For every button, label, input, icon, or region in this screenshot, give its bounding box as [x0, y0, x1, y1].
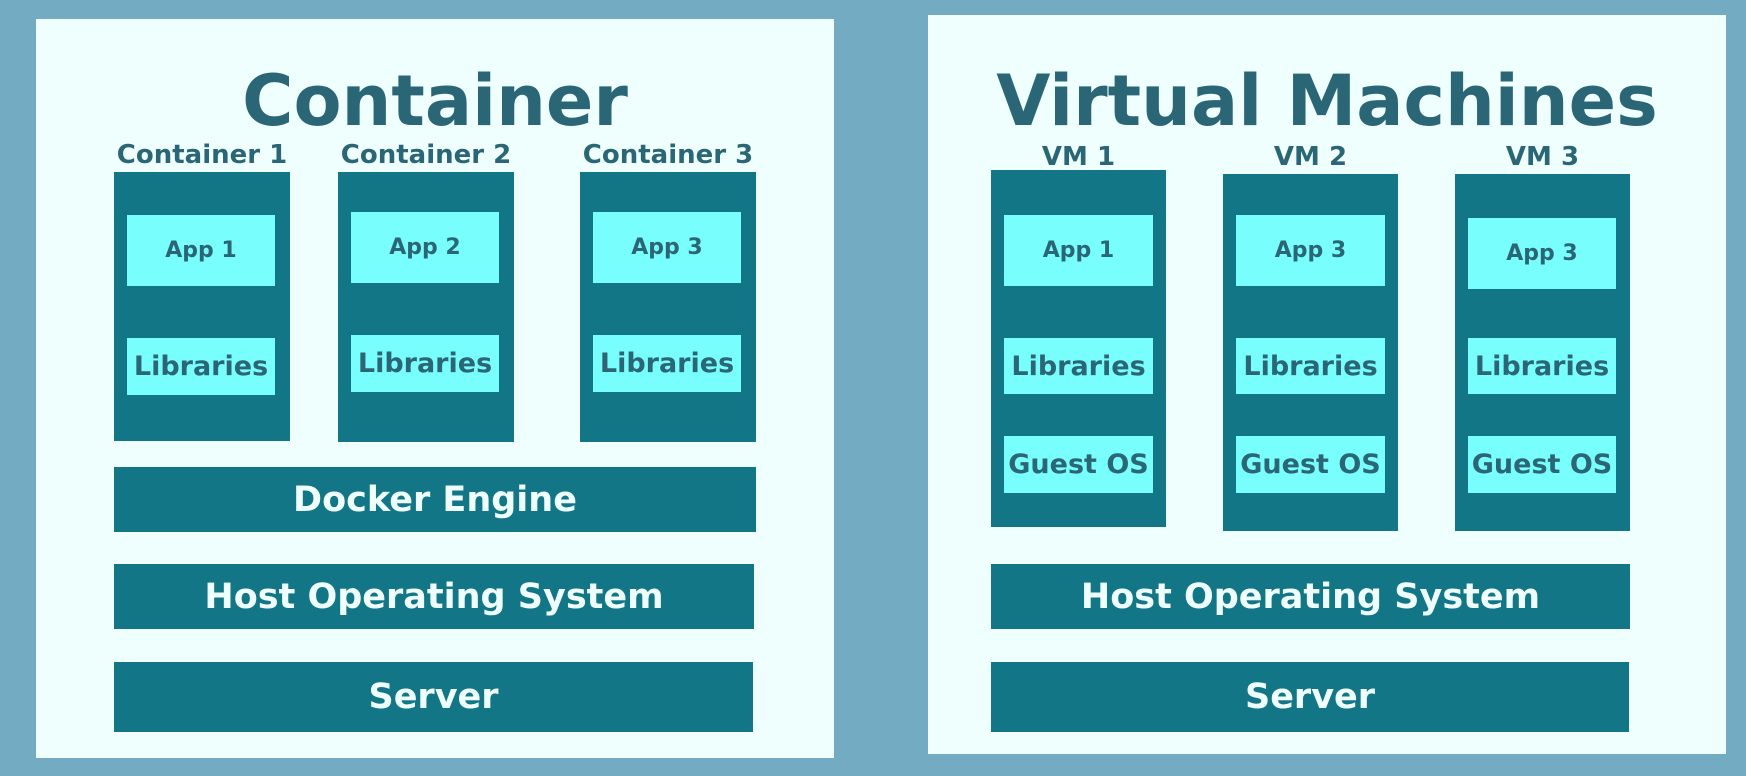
vm-1-libraries: Libraries — [1004, 338, 1153, 394]
vm-server-bar: Server — [991, 662, 1629, 732]
docker-engine-bar: Docker Engine — [114, 467, 756, 532]
container-1-app: App 1 — [127, 215, 275, 286]
container-2-libraries: Libraries — [351, 335, 499, 392]
vm-3-box: App 3 Libraries Guest OS — [1455, 174, 1630, 531]
vm-3-label: VM 3 — [1505, 142, 1580, 172]
container-1-box: App 1 Libraries — [114, 172, 290, 441]
vm-panel: Virtual Machines VM 1 App 1 Libraries Gu… — [928, 15, 1726, 754]
container-1-libraries: Libraries — [127, 338, 275, 395]
vm-3-libraries: Libraries — [1468, 338, 1616, 394]
container-server-bar: Server — [114, 662, 753, 732]
container-2-label: Container 2 — [340, 140, 512, 170]
vm-1-label: VM 1 — [1041, 142, 1116, 172]
vm-1-box: App 1 Libraries Guest OS — [991, 170, 1166, 527]
container-panel: Container Container 1 App 1 Libraries Co… — [36, 19, 834, 758]
container-1-label: Container 1 — [116, 140, 288, 170]
vm-2-box: App 3 Libraries Guest OS — [1223, 174, 1398, 531]
vm-2-label: VM 2 — [1273, 142, 1348, 172]
container-2-app: App 2 — [351, 212, 499, 283]
container-3-label: Container 3 — [582, 140, 754, 170]
vm-host-os-bar: Host Operating System — [991, 564, 1630, 629]
vm-2-app: App 3 — [1236, 215, 1385, 286]
vm-2-libraries: Libraries — [1236, 338, 1385, 394]
vm-1-guest-os: Guest OS — [1004, 436, 1153, 493]
vm-3-guest-os: Guest OS — [1468, 436, 1616, 493]
container-3-box: App 3 Libraries — [580, 172, 756, 442]
container-3-app: App 3 — [593, 212, 741, 283]
container-title: Container — [242, 60, 628, 142]
vm-1-app: App 1 — [1004, 215, 1153, 286]
container-3-libraries: Libraries — [593, 335, 741, 392]
vm-3-app: App 3 — [1468, 218, 1616, 289]
vm-title: Virtual Machines — [996, 60, 1658, 142]
container-host-os-bar: Host Operating System — [114, 564, 754, 629]
vm-2-guest-os: Guest OS — [1236, 436, 1385, 493]
container-2-box: App 2 Libraries — [338, 172, 514, 442]
